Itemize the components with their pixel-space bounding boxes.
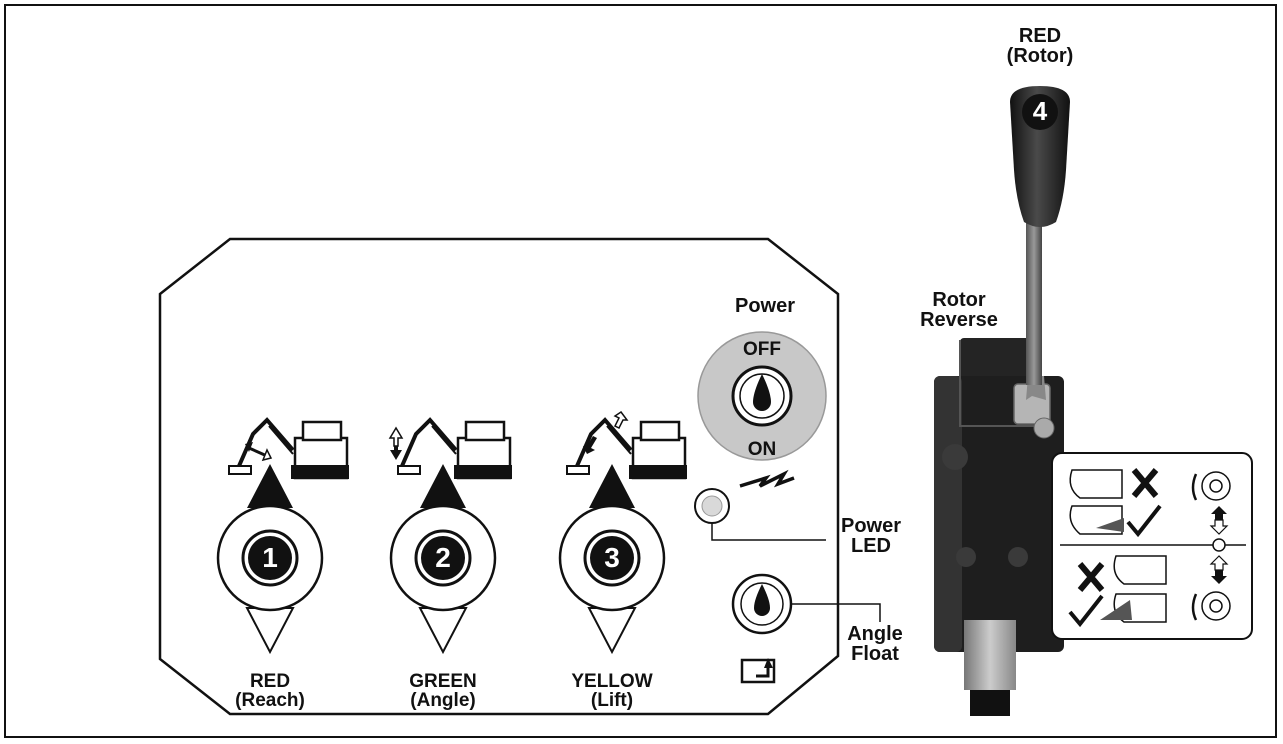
angle-float-label: Angle Float — [834, 624, 916, 664]
angle-float-label-line1: Angle — [847, 623, 903, 645]
control-1-number: 1 — [262, 542, 278, 573]
angle-float-switch[interactable] — [731, 573, 881, 635]
rotor-label: RED (Rotor) — [990, 26, 1090, 66]
control-3-label: YELLOW (Lift) — [552, 672, 672, 710]
control-3-label-line2: (Lift) — [590, 690, 634, 711]
power-led-label-line1: Power — [840, 515, 902, 537]
rotor-reverse-housing — [934, 338, 1064, 716]
power-title: Power — [734, 295, 796, 317]
control-2-label-line2: (Angle) — [410, 690, 476, 711]
control-3-dial[interactable] — [558, 464, 666, 655]
angle-float-label-line2: Float — [851, 643, 899, 665]
control-1-label-line1: RED — [249, 671, 291, 692]
control-2-label: GREEN (Angle) — [383, 672, 503, 710]
rotor-direction-icon — [1051, 452, 1253, 640]
joystick-number: 4 — [1032, 96, 1048, 126]
reach-machine-icon — [228, 417, 349, 480]
rotor-label-line2: (Rotor) — [1006, 45, 1074, 67]
control-2-label-line1: GREEN — [409, 671, 477, 692]
power-led — [694, 488, 826, 541]
rotor-label-line1: RED — [1018, 25, 1062, 47]
control-1-label: RED (Reach) — [210, 672, 330, 710]
rotor-joystick[interactable] — [1010, 86, 1070, 439]
power-switch[interactable] — [697, 331, 827, 461]
control-1-dial[interactable] — [216, 464, 324, 655]
rotor-reverse-label: Rotor Reverse — [916, 290, 1002, 330]
rotor-reverse-label-line1: Rotor — [932, 289, 986, 311]
float-icon — [740, 658, 776, 684]
rotor-reverse-label-line2: Reverse — [920, 309, 998, 331]
control-3-number: 3 — [604, 542, 620, 573]
control-2-number: 2 — [435, 542, 451, 573]
control-1-label-line2: (Reach) — [235, 690, 305, 711]
figure-border — [4, 4, 1277, 738]
power-led-label-line2: LED — [851, 535, 891, 557]
power-off-label: OFF — [743, 339, 781, 360]
power-on-label: ON — [747, 439, 777, 460]
lift-machine-icon — [566, 410, 687, 480]
power-led-label: Power LED — [830, 516, 912, 556]
control-2-dial[interactable] — [389, 464, 497, 655]
lightning-icon — [739, 469, 795, 488]
angle-machine-icon — [388, 417, 512, 480]
control-3-label-line1: YELLOW — [571, 671, 653, 692]
